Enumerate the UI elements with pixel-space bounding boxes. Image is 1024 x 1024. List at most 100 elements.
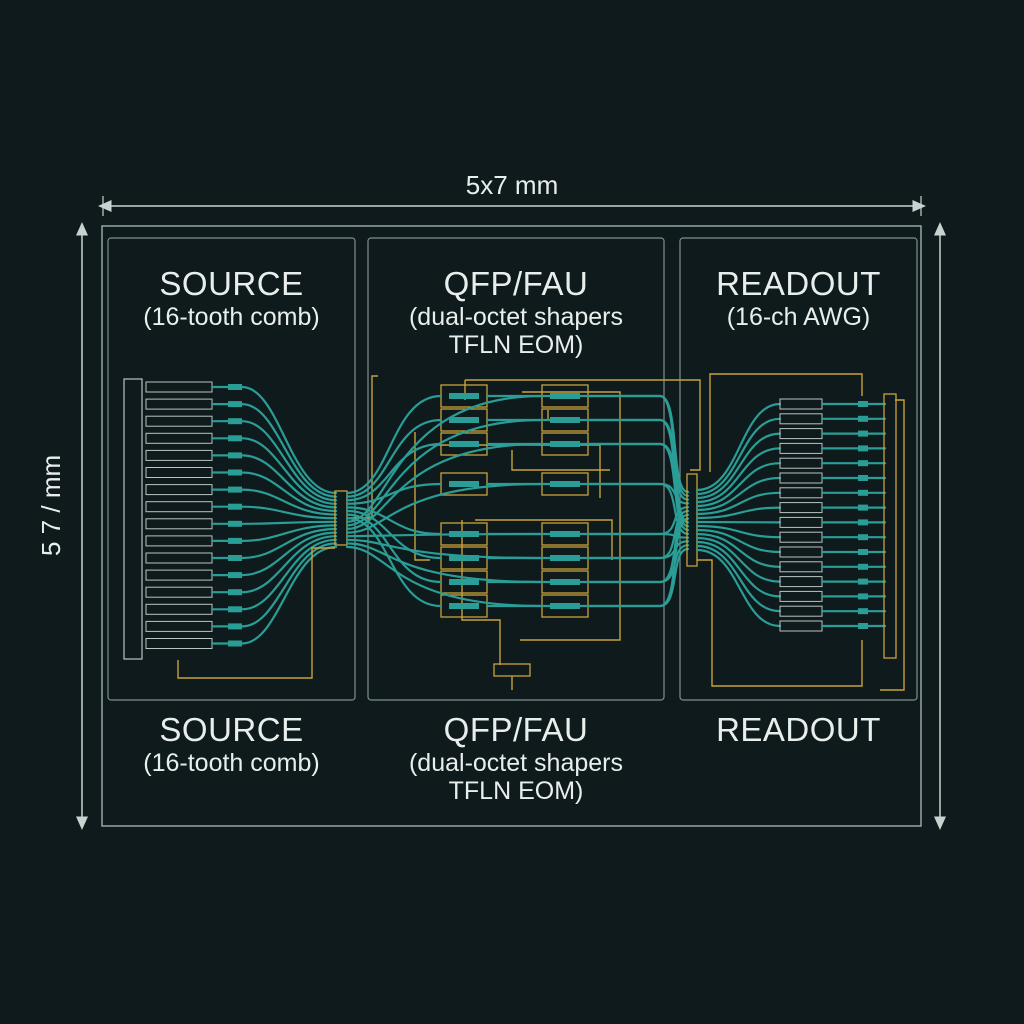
electrode-trace — [520, 391, 621, 641]
awg-input-waveguide — [695, 402, 782, 492]
fanin-waveguide — [345, 538, 544, 560]
fanin-waveguide — [345, 418, 443, 498]
tooth-coupler — [228, 435, 242, 442]
photodiode — [858, 593, 868, 600]
awg-input-waveguide — [695, 491, 782, 516]
tooth-coupler — [228, 503, 242, 510]
photodiode — [858, 504, 868, 511]
bus-waveguide — [240, 420, 338, 502]
awg-input-waveguide — [695, 417, 782, 496]
source-comb — [123, 375, 378, 679]
tooth-coupler — [228, 537, 242, 544]
tooth-coupler — [228, 623, 242, 630]
awg-input-waveguide — [695, 528, 782, 554]
electrode-bus — [465, 379, 701, 471]
fanout-waveguide — [586, 532, 690, 539]
awg-channel — [779, 457, 823, 469]
awg-channel — [779, 590, 823, 602]
source-lower-label: SOURCE (16-tooth comb) — [108, 711, 355, 777]
bus-waveguide — [240, 488, 338, 516]
comb-tooth — [145, 432, 213, 444]
photodiode — [858, 608, 868, 615]
bus-waveguide — [240, 545, 338, 645]
fanin-waveguide — [345, 394, 443, 495]
bus-waveguide — [240, 403, 338, 498]
bus-waveguide — [240, 531, 338, 577]
photodiode — [858, 519, 868, 526]
electrode-trace — [461, 520, 501, 665]
comb-tooth — [145, 415, 213, 427]
readout-title: READOUT — [716, 265, 881, 302]
awg-input-waveguide — [695, 524, 782, 539]
fanin-waveguide — [345, 545, 544, 608]
awg-channel — [779, 531, 823, 543]
awg-channel — [779, 605, 823, 617]
readout-subtitle: (16-ch AWG) — [726, 302, 871, 331]
photodiode — [858, 549, 868, 555]
readout-lower-label: READOUT — [680, 711, 917, 749]
source-lower-title: SOURCE — [159, 711, 304, 748]
qfp-subtitle: (dual-octet shapers — [408, 302, 623, 331]
bus-waveguide — [240, 527, 338, 560]
awg-input-waveguide — [695, 548, 782, 628]
qfp-lower-label: QFP/FAU (dual-octet shapers TFLN EOM) — [368, 711, 664, 805]
awg-channel — [779, 516, 823, 528]
awg-channel — [779, 502, 823, 514]
readout-label: READOUT (16-ch AWG) — [680, 265, 917, 331]
readout-detector-bar — [883, 393, 897, 659]
photodiode — [858, 460, 868, 467]
shaper-modulator — [449, 555, 479, 561]
bus-waveguide — [240, 505, 338, 520]
bus-waveguide — [240, 535, 338, 594]
comb-tooth — [145, 603, 213, 615]
bus-waveguide — [240, 520, 338, 525]
bus-waveguide — [240, 437, 338, 505]
photodiode — [858, 623, 868, 629]
shaper-modulator — [449, 579, 479, 585]
readout-awg — [686, 373, 905, 691]
shaper-modulator — [449, 393, 479, 399]
fanout-waveguide — [586, 418, 690, 528]
fanout-waveguide — [586, 442, 690, 532]
qfp-subtitle-2: TFLN EOM) — [448, 330, 584, 359]
fanout-waveguide — [586, 394, 690, 524]
bus-waveguide — [240, 454, 338, 509]
tooth-coupler — [228, 640, 242, 647]
photodiode — [858, 489, 868, 496]
awg-input-waveguide — [695, 476, 782, 512]
awg-channel — [779, 413, 823, 425]
comb-tooth — [145, 518, 213, 530]
bus-waveguide — [240, 538, 338, 611]
awg-channel — [779, 561, 823, 573]
shaper-modulator — [449, 417, 479, 423]
photodiode — [858, 415, 868, 422]
awg-input-waveguide — [695, 536, 782, 583]
awg-channel — [779, 398, 823, 410]
photodiode — [858, 475, 868, 481]
tooth-coupler — [228, 572, 242, 579]
awg-channel — [779, 442, 823, 454]
electrode-trace — [511, 450, 545, 471]
fanin-waveguide — [345, 482, 544, 534]
fanin-waveguide — [345, 442, 443, 502]
awg-input-waveguide — [695, 447, 782, 504]
awg-channel — [779, 546, 823, 558]
comb-tooth — [145, 449, 213, 461]
qfp-label: QFP/FAU (dual-octet shapers TFLN EOM) — [368, 265, 664, 359]
awg-channel — [779, 472, 823, 484]
fanin-waveguide — [345, 542, 544, 584]
shaper-modulator — [449, 441, 479, 447]
fanout-waveguide — [586, 482, 690, 535]
awg-input-waveguide — [695, 540, 782, 598]
source-label: SOURCE (16-tooth comb) — [108, 265, 355, 331]
readout-input-pad — [686, 473, 698, 567]
fanin-waveguide — [345, 506, 443, 536]
fanout-waveguide — [586, 540, 690, 560]
qfp-lower-title: QFP/FAU — [443, 711, 589, 748]
photodiode — [858, 578, 868, 585]
electrode-trace — [475, 519, 613, 560]
height-label: 5 7 / mm — [36, 454, 66, 556]
qfp-lower-subtitle: (dual-octet shapers — [408, 748, 623, 777]
